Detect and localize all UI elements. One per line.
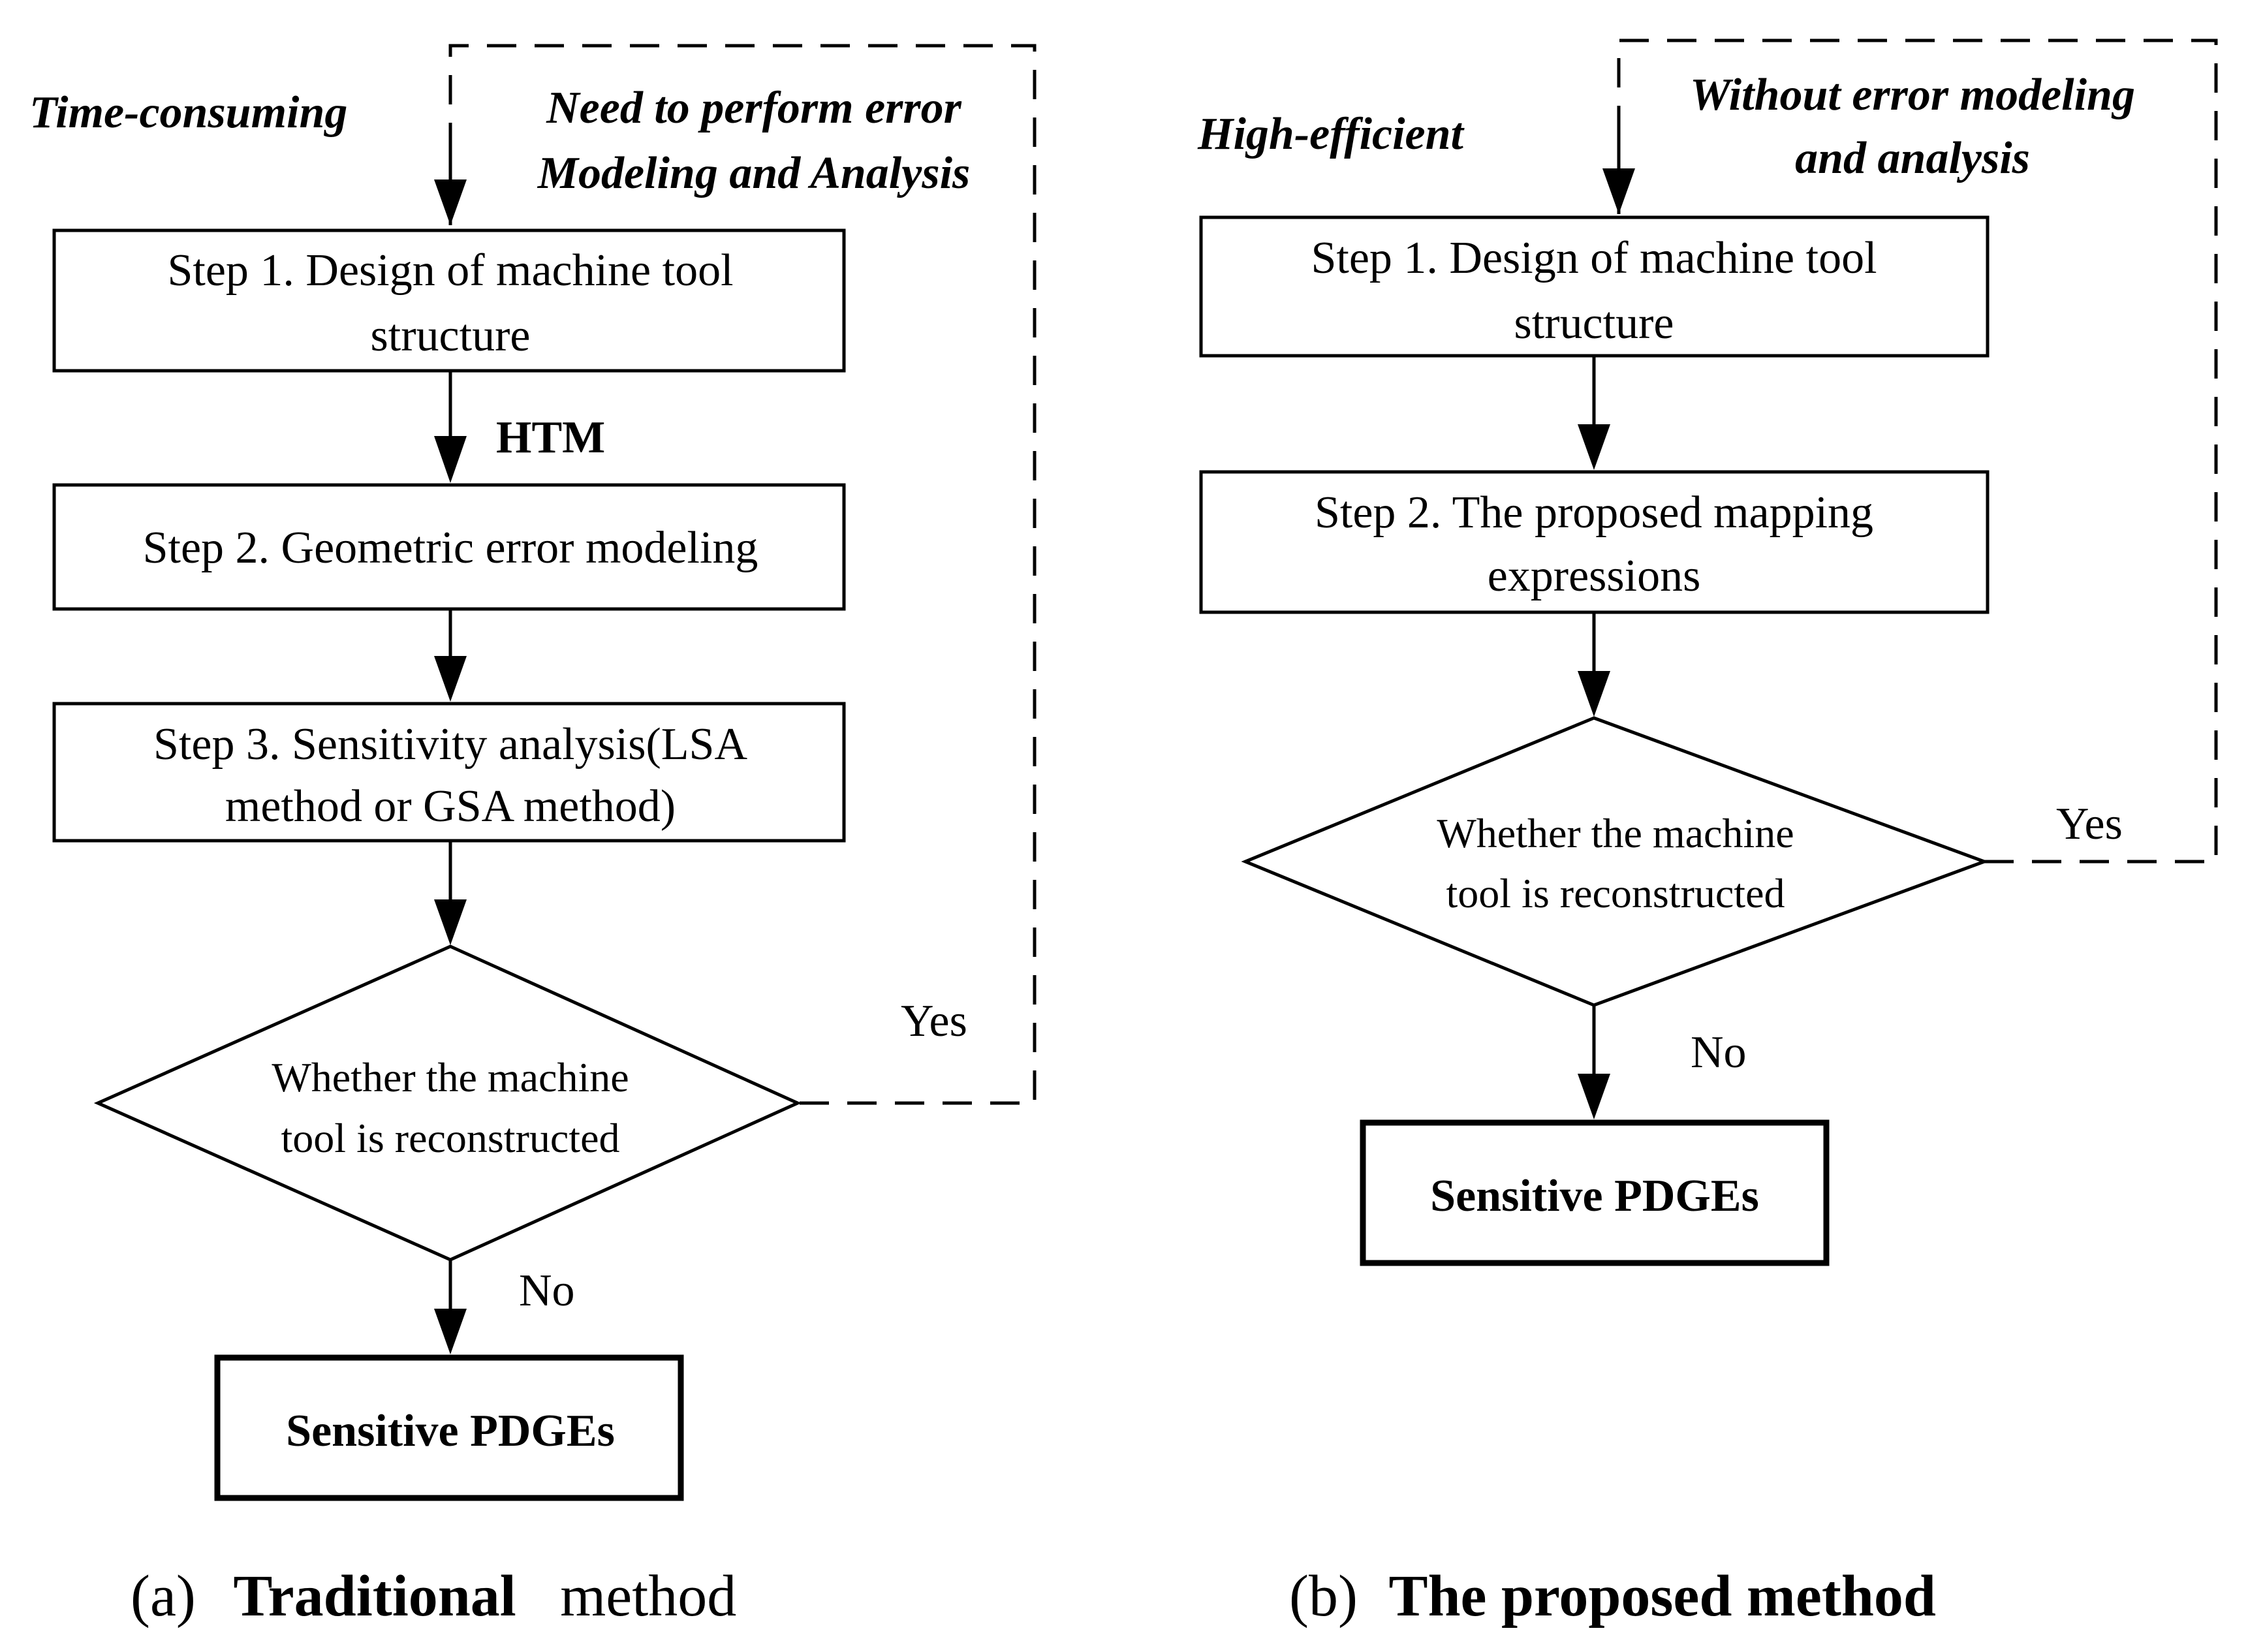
panel-a-caption-bold: Traditional <box>233 1564 516 1629</box>
panel-a-result-text: Sensitive PDGEs <box>286 1406 615 1456</box>
panel-a-step3-box <box>52 702 846 843</box>
panel-b-decision-line2: tool is reconstructed <box>1446 870 1785 916</box>
panel-a-step1-box <box>52 228 846 373</box>
panel-a-no-label: No <box>519 1266 575 1316</box>
panel-a-step2-text: Step 2. Geometric error modeling <box>143 523 758 573</box>
panel-a-step3-line1: Step 3. Sensitivity analysis(LSA <box>153 719 747 770</box>
panel-b-note-right-line2: and analysis <box>1795 133 2030 183</box>
panel-b-caption: (b) The proposed method <box>1289 1564 1936 1629</box>
panel-b-step1-line2: structure <box>1514 298 1674 349</box>
panel-b-no-label: No <box>1691 1027 1747 1078</box>
panel-a-edge-label-htm: HTM <box>496 413 605 463</box>
panel-b-entry-arrowhead <box>1602 168 1635 214</box>
panel-b-proposed: High-efficient Without error modeling an… <box>1197 39 2218 1629</box>
panel-a-step1-line1: Step 1. Design of machine tool <box>167 245 733 296</box>
panel-a-arrowhead-3-decision <box>434 899 467 945</box>
panel-b-caption-bold: The proposed method <box>1388 1564 1935 1629</box>
panel-b-result-text: Sensitive PDGEs <box>1430 1171 1759 1221</box>
panel-b-arrowhead-1-2 <box>1578 424 1610 470</box>
panel-b-result-box <box>1360 1119 1830 1266</box>
panel-a-decision-diamond <box>93 944 802 1262</box>
panel-b-caption-prefix: (b) <box>1289 1564 1358 1629</box>
panel-a-entry-arrowhead <box>434 179 467 225</box>
panel-a-decision-line2: tool is reconstructed <box>281 1115 620 1161</box>
panel-b-decision-line1: Whether the machine <box>1437 810 1794 856</box>
panel-b-step1-line1: Step 1. Design of machine tool <box>1311 233 1877 283</box>
panel-a-caption: (a) Traditional method <box>131 1564 736 1629</box>
panel-b-step1-box <box>1199 215 1990 358</box>
panel-a-feedback-loop <box>448 44 1037 1105</box>
panel-a-arrowhead-2-3 <box>434 656 467 702</box>
panel-a-note-right-line1: Need to perform error <box>546 83 962 133</box>
panel-b-note-left: High-efficient <box>1197 109 1465 159</box>
panel-b-arrowhead-decision-result <box>1578 1074 1610 1119</box>
panel-a-step3-line2: method or GSA method) <box>225 781 676 832</box>
panel-b-feedback-loop <box>1617 39 2218 864</box>
panel-b-step2-line2: expressions <box>1488 551 1701 601</box>
panel-b-note-right-line1: Without error modeling <box>1690 70 2135 120</box>
panel-b-step2-line1: Step 2. The proposed mapping <box>1315 488 1873 538</box>
panel-b-yes-label: Yes <box>2056 799 2123 849</box>
panel-a-note-right-line2: Modeling and Analysis <box>537 148 971 198</box>
panel-a-step1-line2: structure <box>371 311 531 361</box>
panel-a-note-left: Time-consuming <box>29 87 347 138</box>
panel-a-caption-rest: method <box>560 1564 736 1629</box>
panel-a-step2-box <box>52 483 846 611</box>
panel-b-decision-diamond <box>1241 716 1990 1007</box>
panel-b-arrowhead-2-decision <box>1578 671 1610 717</box>
panel-a-arrowhead-1-2 <box>434 436 467 483</box>
panel-a-result-box <box>214 1354 684 1501</box>
panel-a-decision-line1: Whether the machine <box>272 1054 629 1100</box>
panel-b-step2-box <box>1199 470 1990 614</box>
panel-a-caption-prefix: (a) <box>131 1564 196 1629</box>
panel-a-traditional: Time-consuming Need to perform error Mod… <box>29 44 1037 1629</box>
panel-a-arrowhead-decision-result <box>434 1309 467 1354</box>
panel-a-yes-label: Yes <box>901 996 967 1046</box>
